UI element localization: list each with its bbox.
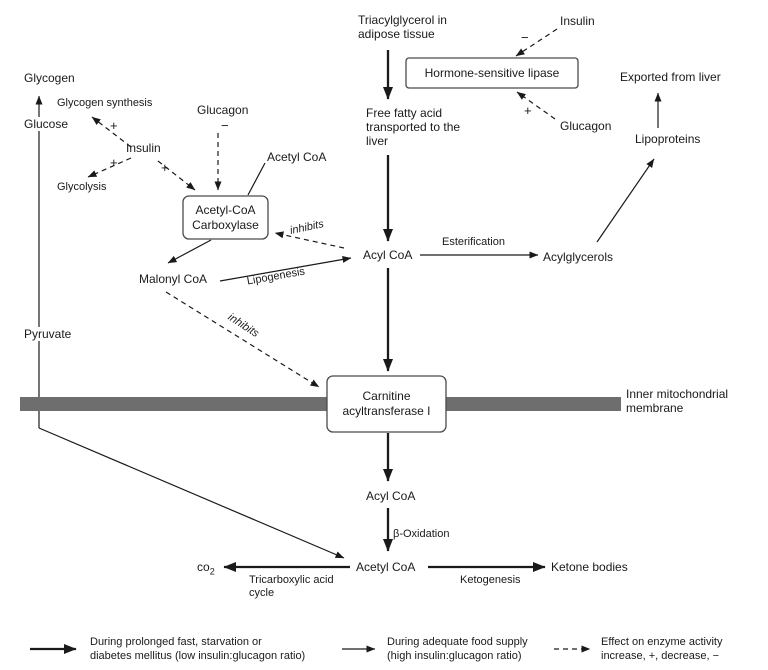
acetyl-coa-carboxylase-label: Acetyl-CoA Carboxylase: [183, 196, 268, 239]
arrow-glucagon-to-hsl: [516, 91, 556, 120]
inner-mitochondrial-membrane-bar: [20, 397, 621, 411]
arrow-acc-to-malonylcoa: [167, 239, 212, 264]
label-glucagon-right: Glucagon: [560, 119, 612, 133]
label-co2-main: co: [197, 560, 210, 574]
label-triacylglycerol: Triacylglycerol in adipose tissue: [358, 13, 447, 41]
acetyl-coa-carboxylase-box: [182, 195, 269, 240]
sign-plus-glucagon-right: +: [524, 103, 532, 118]
label-pyruvate: Pyruvate: [22, 327, 74, 341]
legend-bold-line1: During prolonged fast, starvation or: [90, 636, 262, 648]
label-co2: co2: [197, 560, 215, 578]
label-esterification: Esterification: [442, 236, 505, 248]
label-beta-oxidation: β-Oxidation: [393, 528, 450, 540]
label-ketone-bodies: Ketone bodies: [551, 560, 628, 574]
label-insulin-right: Insulin: [560, 14, 595, 28]
label-co2-sub: 2: [209, 566, 215, 577]
cat-label-line2: acyltransferase I: [342, 404, 431, 418]
label-acyl-coa-cytosol: Acyl CoA: [363, 248, 413, 262]
label-inner-mitochondrial-membrane: Inner mitochondrial membrane: [626, 387, 728, 415]
thin-arrows: [167, 92, 662, 282]
cat-label-line1: Carnitine: [362, 389, 411, 403]
label-glycogen: Glycogen: [24, 71, 75, 85]
dashed-regulation-arrows: [87, 28, 558, 388]
arrow-acylglycerols-to-lipoproteins: [596, 158, 655, 243]
label-acylglycerols: Acylglycerols: [543, 250, 614, 264]
label-tca-line2: cycle: [249, 587, 275, 599]
hormone-sensitive-lipase-box: [405, 57, 579, 89]
label-ffa-line1: Free fatty acid: [366, 106, 443, 120]
arrow-insulin-to-glycolysis: [87, 157, 132, 178]
label-exported-from-liver: Exported from liver: [620, 70, 721, 84]
label-triacylglycerol-line1: Triacylglycerol in: [358, 13, 447, 27]
enzyme-boxes: [182, 57, 579, 433]
label-insulin-left: Insulin: [126, 141, 161, 155]
line-acetylcoa-to-acc: [247, 162, 266, 196]
sign-minus-insulin-right: −: [521, 30, 529, 45]
sign-plus-glycolysis: +: [110, 155, 118, 170]
legend-thin-line2: (high insulin:glucagon ratio): [387, 650, 522, 662]
label-membrane-line1: Inner mitochondrial: [626, 387, 729, 401]
acc-label-line2: Carboxylase: [192, 217, 259, 232]
legend-item-thin: During adequate food supply (high insuli…: [387, 635, 528, 663]
arrow-acylcoa-inhibits-acc: [274, 231, 345, 249]
label-tca-line1: Tricarboxylic acid: [249, 574, 334, 586]
arrow-malonylcoa-inhibits-cat: [165, 291, 320, 388]
label-acyl-coa-mito: Acyl CoA: [366, 489, 416, 503]
label-malonyl-coa: Malonyl CoA: [139, 272, 208, 286]
sign-minus-glucagon-left: −: [221, 118, 229, 133]
label-triacylglycerol-line2: adipose tissue: [358, 27, 435, 41]
label-acetyl-coa-top: Acetyl CoA: [267, 150, 327, 164]
legend-item-dashed: Effect on enzyme activity increase, +, d…: [601, 635, 722, 663]
label-tca-cycle: Tricarboxylic acid cycle: [249, 574, 334, 600]
label-free-fatty-acid: Free fatty acid transported to the liver: [366, 106, 460, 148]
legend-bold-line2: diabetes mellitus (low insulin:glucagon …: [90, 650, 306, 662]
label-ffa-line3: liver: [366, 134, 389, 148]
sign-plus-acc: +: [161, 160, 169, 175]
carnitine-acyltransferase-label: Carnitine acyltransferase I: [327, 376, 446, 432]
label-acetyl-coa-mito: Acetyl CoA: [356, 560, 416, 574]
acc-label-line1: Acetyl-CoA: [195, 202, 256, 217]
legend-dashed-line2: increase, +, decrease, −: [601, 650, 720, 662]
label-lipoproteins: Lipoproteins: [635, 132, 701, 146]
sign-plus-glycogen-synthesis: +: [110, 118, 118, 133]
bold-flux-arrows: [223, 50, 546, 572]
legend-item-bold: During prolonged fast, starvation or dia…: [90, 635, 305, 663]
carnitine-acyltransferase-box: [326, 375, 447, 433]
label-ketogenesis: Ketogenesis: [460, 574, 521, 586]
label-glycolysis: Glycolysis: [57, 181, 107, 193]
label-membrane-line2: membrane: [626, 401, 684, 415]
label-glucagon-left: Glucagon: [197, 103, 249, 117]
label-glucose: Glucose: [22, 117, 71, 131]
hormone-sensitive-lipase-label: Hormone-sensitive lipase: [424, 65, 560, 80]
label-glycogen-synthesis: Glycogen synthesis: [57, 97, 153, 109]
arrow-pyruvate-to-acetylcoa: [38, 427, 345, 559]
glucose-pyruvate-pathway: [35, 95, 345, 559]
label-ffa-line2: transported to the: [366, 120, 461, 134]
arrow-insulin-to-acc: [157, 160, 196, 191]
arrow-lipogenesis: [219, 256, 352, 282]
legend-dashed-line1: Effect on enzyme activity: [601, 636, 723, 648]
arrow-insulin-to-hsl: [515, 28, 558, 57]
legend-thin-line1: During adequate food supply: [387, 636, 528, 648]
